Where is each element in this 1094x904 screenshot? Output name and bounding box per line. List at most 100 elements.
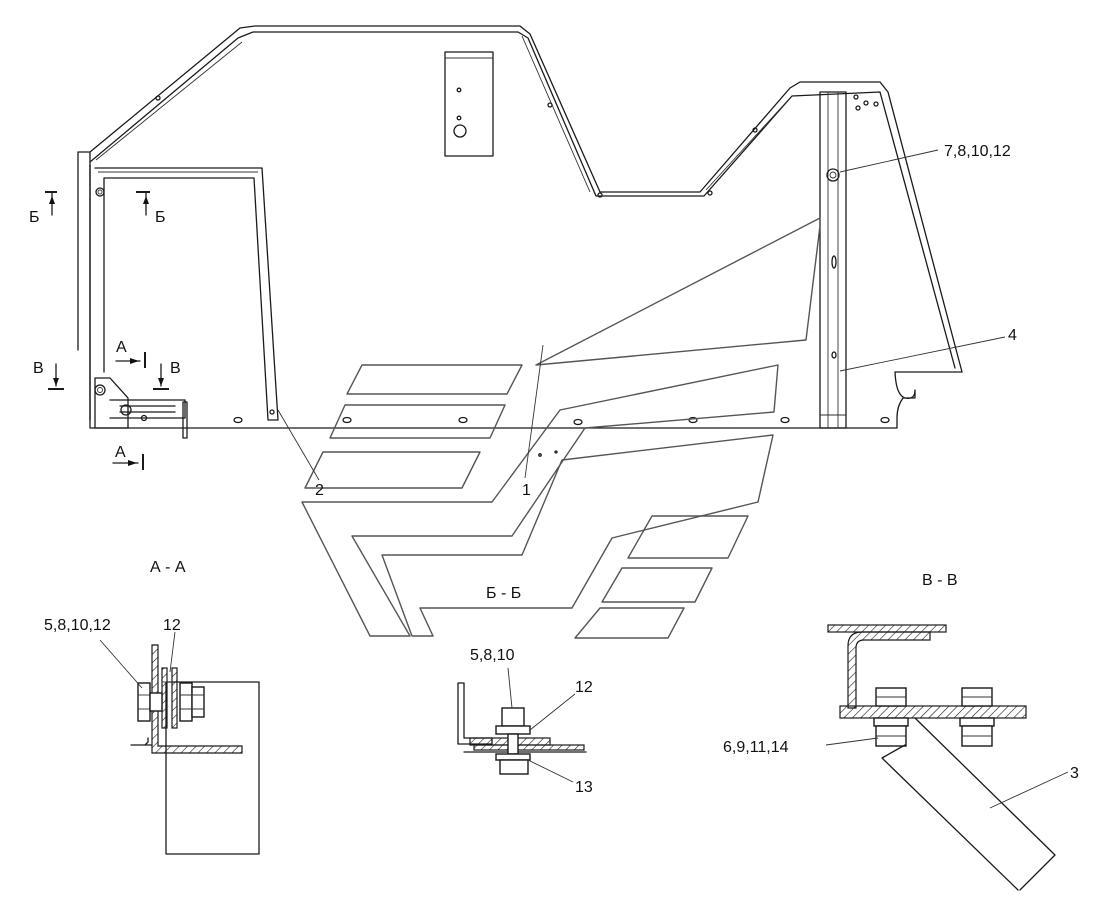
rivet: [547, 102, 553, 108]
vv-support-arm: [881, 717, 1056, 891]
callout-3: 3: [1070, 765, 1079, 782]
callout-7-8-10-12: 7,8,10,12: [944, 143, 1011, 160]
aa-plate: [161, 667, 168, 729]
bracket-washer: [120, 404, 132, 416]
bottom-hole: [573, 418, 583, 426]
aa-plate: [171, 667, 178, 729]
rivet: [752, 127, 758, 133]
bottom-hole: [880, 416, 890, 424]
vv-top-plate: [827, 624, 947, 633]
step-plate: [304, 451, 481, 489]
bracket-nut: [140, 414, 148, 422]
section-vv-title: В - В: [922, 572, 958, 589]
frame-bolt-core: [97, 189, 103, 195]
corner-hole: [873, 101, 879, 107]
bb-nut: [499, 759, 529, 775]
aa-body: [165, 681, 260, 855]
leader-dot: [538, 453, 542, 457]
callout-2: 2: [315, 482, 324, 499]
leader-bb-13: [527, 759, 574, 783]
callout-5-8-10-12: 5,8,10,12: [44, 617, 111, 634]
post-slot: [831, 255, 837, 269]
callout-12-aa: 12: [163, 617, 181, 634]
corner-hole: [863, 100, 869, 106]
rivet: [155, 95, 161, 101]
right-post: [819, 91, 847, 429]
section-mark-a-bottom: А: [112, 444, 144, 470]
bb-bent-plate: [457, 682, 493, 745]
section-mark-v-left: В: [33, 360, 64, 390]
top-plate-hole: [456, 115, 462, 121]
callout-6-9-11-14: 6,9,11,14: [723, 739, 789, 756]
aa-bent-lip: [130, 737, 153, 746]
bottom-hole: [342, 416, 352, 424]
svg-text:А: А: [115, 444, 126, 461]
leader-bb-5: [507, 667, 513, 709]
corner-hole: [855, 105, 861, 111]
top-plate-hole: [453, 124, 467, 138]
leader-dot: [554, 450, 558, 454]
bottom-hole: [458, 416, 468, 424]
rivet: [707, 190, 713, 196]
vv-cross-plate: [839, 705, 1027, 719]
frame-bolt: [95, 187, 105, 197]
main-view: 2 1 7,8,10,12 4 Б Б А А: [29, 25, 1017, 639]
step-plate: [346, 364, 523, 395]
leader-4: [839, 336, 1006, 372]
leader-aa-5: [99, 639, 143, 689]
post-bolt-core: [829, 171, 837, 179]
step-plate: [574, 607, 685, 639]
leader-7: [839, 149, 939, 173]
corner-hole: [853, 94, 859, 100]
callout-4: 4: [1008, 327, 1017, 344]
rivet: [597, 192, 603, 198]
leader-1: [524, 344, 544, 479]
section-bb-title: Б - Б: [486, 585, 521, 602]
step-plate: [627, 515, 749, 559]
section-mark-v-right: В: [153, 360, 181, 390]
chevron-strip: [381, 434, 774, 637]
bb-washer-top: [495, 725, 531, 735]
aa-washer: [149, 692, 163, 712]
bb-plate-bottom: [473, 744, 585, 751]
leader-vv-6: [825, 737, 879, 746]
bottom-hole: [233, 416, 243, 424]
inner-triangle: [535, 217, 821, 366]
bb-bolt-shank: [507, 733, 519, 755]
svg-text:В: В: [33, 360, 44, 377]
bb-bolt-head: [501, 707, 525, 727]
leader-bb-12: [529, 693, 576, 731]
step-plate: [601, 567, 713, 603]
top-plate: [444, 51, 494, 157]
callout-13: 13: [575, 779, 593, 796]
bracket-pin: [182, 401, 188, 439]
chevron-strip: [301, 364, 779, 637]
bb-washer-bottom: [495, 753, 531, 761]
callout-12-bb: 12: [575, 679, 593, 696]
section-mark-b-right: Б: [136, 191, 166, 226]
bracket-bolt-core: [97, 387, 103, 393]
svg-text:Б: Б: [29, 209, 40, 226]
left-frame: [89, 164, 279, 421]
section-bb: Б - Б 5,8,10 12 13: [457, 585, 593, 796]
aa-nut-left: [137, 682, 151, 722]
step-plate: [329, 404, 506, 439]
svg-text:Б: Б: [155, 209, 166, 226]
aa-angle: [151, 644, 243, 754]
callout-1: 1: [522, 482, 531, 499]
section-aa: А - А 5,8,10,12 12: [44, 559, 260, 855]
bottom-hole: [780, 416, 790, 424]
svg-text:В: В: [170, 360, 181, 377]
svg-text:А: А: [116, 339, 127, 356]
vv-washer-left: [873, 717, 909, 727]
section-mark-a-top: А: [115, 339, 146, 368]
callout-5-8-10: 5,8,10: [470, 647, 515, 664]
section-mark-b-left: Б: [29, 191, 57, 226]
aa-bolt-end: [191, 686, 205, 718]
leader-2: [277, 409, 320, 481]
top-flange: [89, 31, 956, 369]
section-vv: В - В 6,9,11,14 3: [723, 572, 1079, 891]
top-flange-inner: [95, 35, 791, 193]
post-hole: [831, 351, 837, 359]
